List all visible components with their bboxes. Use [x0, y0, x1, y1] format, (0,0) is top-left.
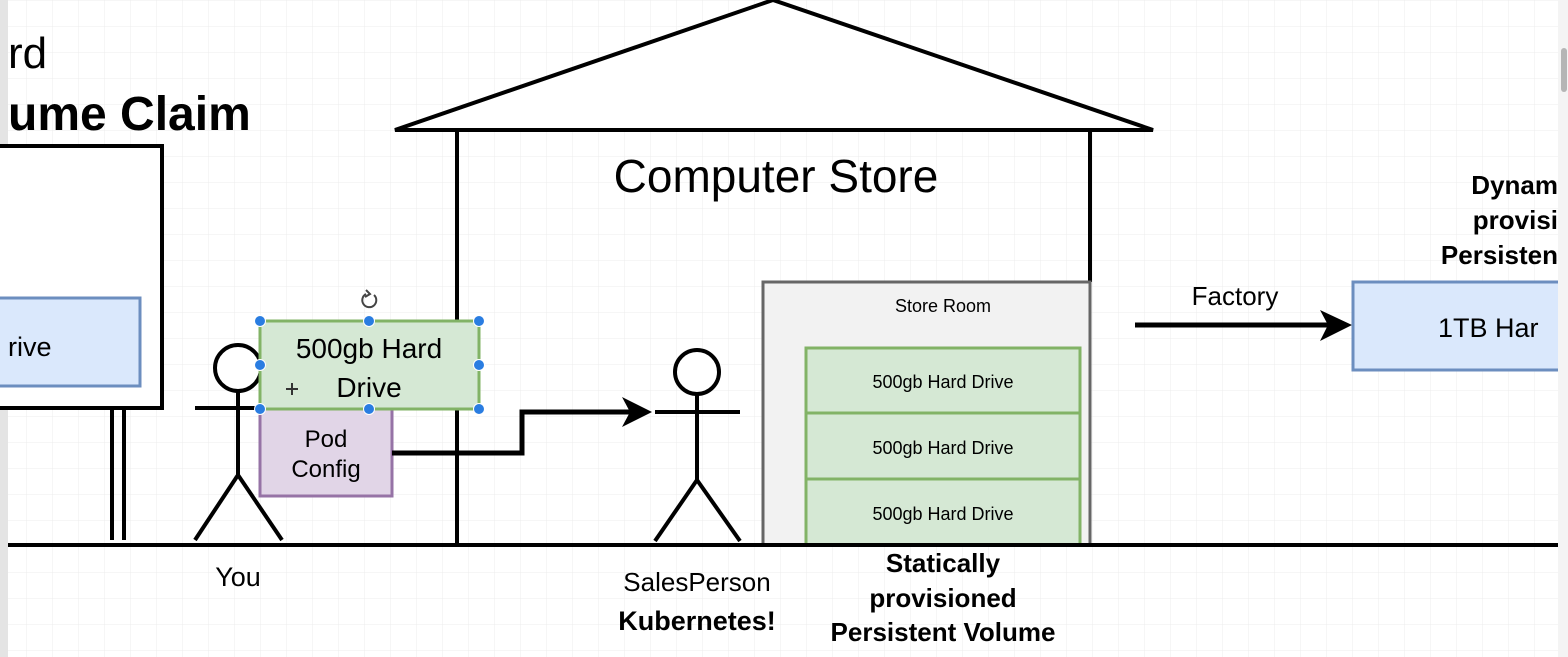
- resize-handle: [473, 359, 485, 371]
- selection-handles[interactable]: [254, 315, 485, 415]
- static-caption-line2: provisioned: [869, 583, 1016, 613]
- dynamic-caption-line3: Persisten: [1441, 240, 1558, 270]
- house-roof: [394, 0, 1154, 132]
- kubernetes-label: Kubernetes!: [618, 606, 776, 636]
- dynamic-caption-line2: provisi: [1473, 205, 1558, 235]
- store-drive-1[interactable]: 500gb Hard Drive: [804, 346, 1082, 415]
- resize-handle: [254, 359, 266, 371]
- resize-handle: [473, 403, 485, 415]
- dynamic-drive-label: 1TB Har: [1438, 313, 1539, 343]
- house-title: Computer Store: [614, 150, 939, 202]
- dynamic-drive-box[interactable]: 1TB Har: [1351, 280, 1568, 372]
- you-label: You: [215, 562, 261, 592]
- selected-drive-box[interactable]: 500gb Hard Drive: [258, 319, 481, 411]
- factory-label: Factory: [1192, 281, 1279, 311]
- left-title-line2: ume Claim: [8, 88, 251, 141]
- store-drive-3[interactable]: 500gb Hard Drive: [804, 477, 1082, 547]
- pod-config-line1: Pod: [305, 426, 348, 453]
- left-board[interactable]: rive: [0, 144, 164, 540]
- store-drive-2[interactable]: 500gb Hard Drive: [804, 411, 1082, 481]
- resize-handle: [363, 315, 375, 327]
- vertical-scrollbar[interactable]: [1558, 0, 1568, 657]
- dynamic-caption-line1: Dynam: [1471, 170, 1558, 200]
- left-drive-label: rive: [8, 332, 52, 362]
- pod-config-box[interactable]: Pod Config: [258, 407, 394, 498]
- static-caption-line1: Statically: [886, 548, 1001, 578]
- static-caption-line3: Persistent Volume: [831, 617, 1056, 647]
- selected-drive-line1: 500gb Hard: [296, 333, 442, 364]
- selected-drive-line2: Drive: [336, 372, 401, 403]
- rotate-handle-icon[interactable]: [361, 289, 378, 309]
- resize-handle: [473, 315, 485, 327]
- left-drive-box: [0, 296, 142, 388]
- resize-handle: [254, 403, 266, 415]
- store-room-title: Store Room: [895, 296, 991, 316]
- request-arrow[interactable]: [392, 397, 652, 456]
- move-cursor-icon: [286, 383, 298, 395]
- resize-handle: [254, 315, 266, 327]
- store-drive-label: 500gb Hard Drive: [872, 438, 1013, 458]
- store-drive-label: 500gb Hard Drive: [872, 504, 1013, 524]
- scrollbar-thumb[interactable]: [1561, 48, 1567, 92]
- resize-handle: [363, 403, 375, 415]
- pod-config-line2: Config: [291, 456, 360, 483]
- left-title-line1: rd: [8, 29, 47, 78]
- store-drive-label: 500gb Hard Drive: [872, 372, 1013, 392]
- salesperson-stick-figure-icon[interactable]: [653, 348, 742, 543]
- factory-arrow[interactable]: [1135, 310, 1352, 341]
- salesperson-label: SalesPerson: [623, 567, 770, 597]
